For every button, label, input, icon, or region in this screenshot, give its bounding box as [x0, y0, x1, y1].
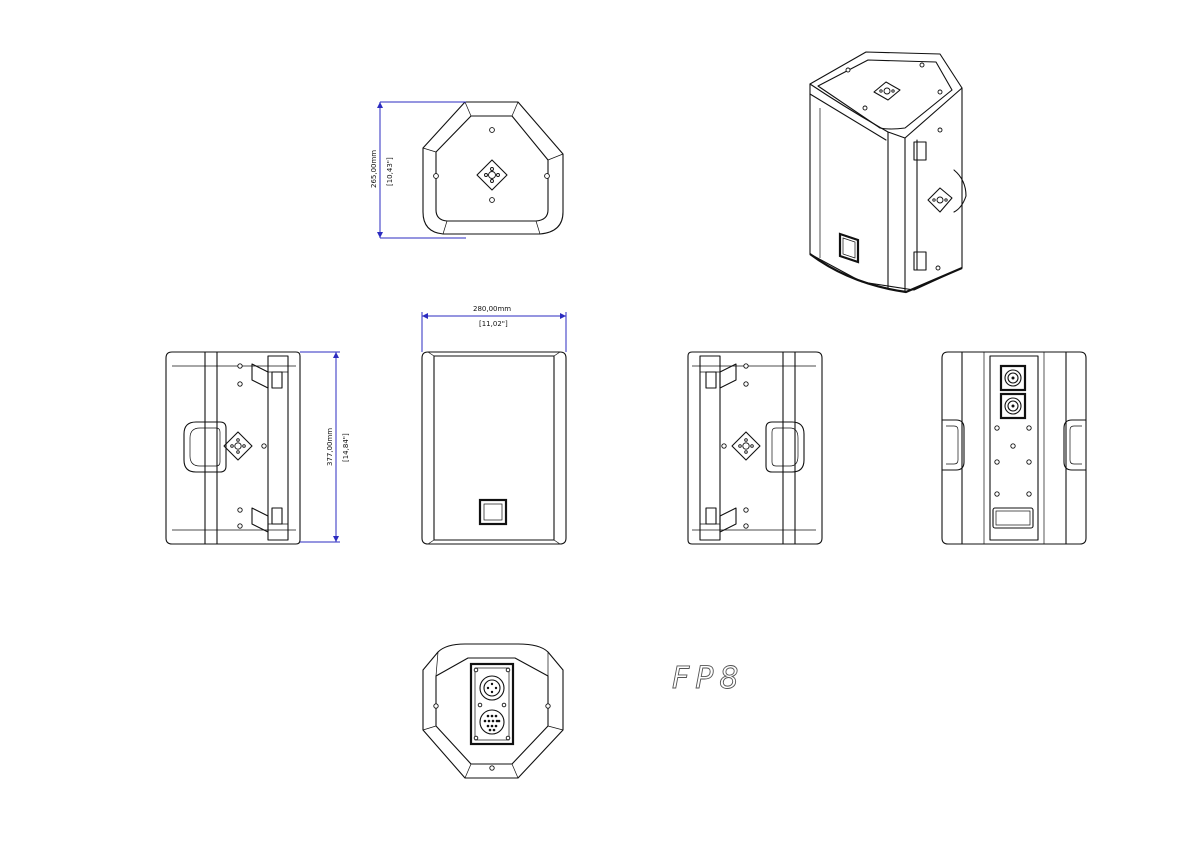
depth-metric-label: 265,00mm — [370, 150, 378, 188]
top-view — [422, 101, 564, 235]
rigging-plate-left — [223, 431, 253, 461]
height-dimension: 377,00mm [14,84"] — [300, 351, 350, 543]
rear-view — [941, 351, 1087, 545]
handle-right — [765, 421, 805, 473]
label-plate-rear — [992, 507, 1034, 529]
model-title: FP8 — [672, 661, 744, 696]
depth-dimension: 265,00mm [10,43"] — [370, 101, 466, 239]
height-metric-label: 377,00mm — [326, 428, 334, 466]
rigging-plate-iso-side — [927, 187, 953, 213]
speakon-input-2 — [999, 392, 1027, 420]
connector-panel-bottom — [469, 662, 515, 746]
isometric-view — [809, 51, 967, 294]
logo-badge-iso — [838, 232, 860, 264]
rigging-plate-right — [731, 431, 761, 461]
side-view-right — [687, 351, 823, 545]
handle-left — [183, 421, 227, 473]
height-imperial-label: [14,84"] — [342, 433, 350, 462]
handle-rear-left — [941, 419, 965, 471]
width-metric-label: 280,00mm — [473, 305, 511, 313]
rigging-plate-top — [476, 159, 508, 191]
depth-imperial-label: [10,43"] — [386, 157, 394, 186]
handle-rear-right — [1063, 419, 1087, 471]
bottom-view — [422, 643, 564, 779]
side-view-left — [165, 351, 301, 545]
width-imperial-label: [11,02"] — [479, 320, 508, 328]
width-dimension: 280,00mm [11,02"] — [421, 305, 567, 352]
speakon-input-1 — [999, 364, 1027, 392]
front-view — [421, 351, 567, 545]
logo-badge-front — [478, 498, 508, 526]
rigging-plate-iso-top — [873, 81, 901, 101]
